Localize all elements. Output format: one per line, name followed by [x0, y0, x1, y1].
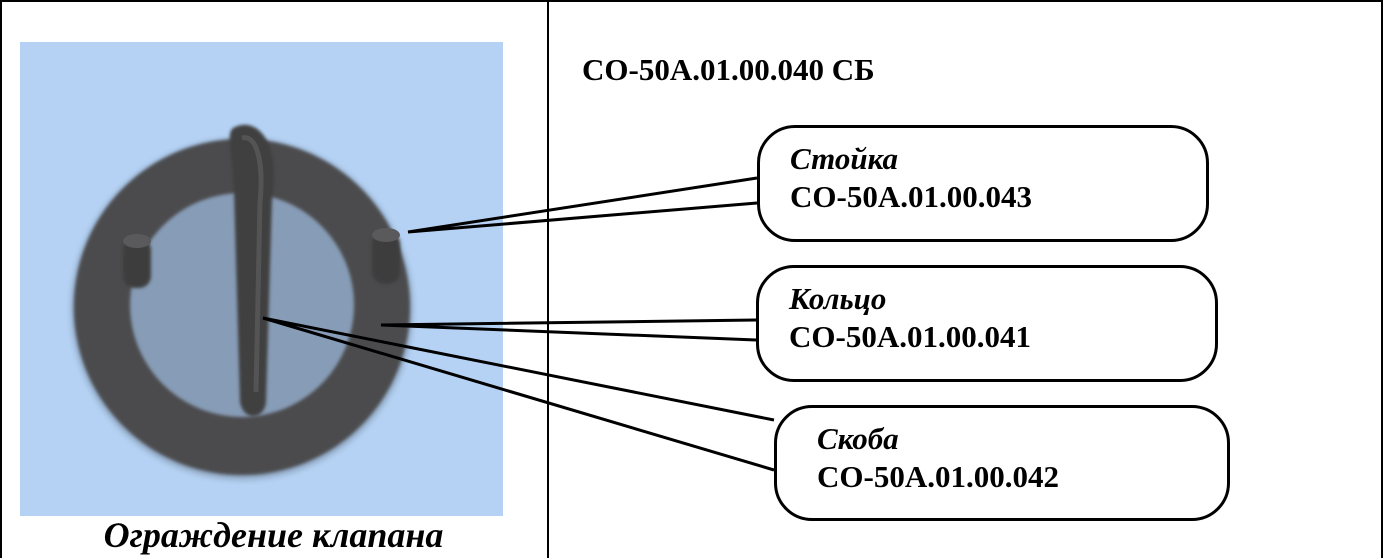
callout-ring: Кольцо СО-50А.01.00.041	[756, 265, 1218, 382]
table-left-border	[0, 0, 2, 558]
callout-bracket-name: Скоба	[817, 421, 899, 456]
table-top-border	[0, 0, 1383, 2]
callout-ring-name: Кольцо	[789, 281, 887, 316]
valve-guard-photo	[20, 42, 503, 516]
callout-post-name: Стойка	[790, 141, 899, 176]
leader-line-post	[407, 176, 758, 234]
callout-bracket: Скоба СО-50А.01.00.042	[774, 405, 1230, 521]
bracket-part	[229, 124, 275, 417]
callout-bracket-code: СО-50А.01.00.042	[817, 459, 1059, 494]
image-caption: Ограждение клапана	[103, 515, 444, 555]
callout-post-code: СО-50А.01.00.043	[790, 179, 1032, 214]
valve-guard-drawing	[72, 124, 412, 479]
leader-line-ring	[380, 318, 757, 342]
callout-post: Стойка СО-50А.01.00.043	[757, 125, 1209, 242]
assembly-code: СО-50А.01.00.040 СБ	[582, 52, 875, 87]
leader-line-bracket	[262, 316, 775, 472]
callout-ring-code: СО-50А.01.00.041	[789, 319, 1031, 354]
table-column-divider	[547, 0, 549, 558]
post-part	[123, 228, 400, 288]
table-right-border	[1381, 0, 1383, 558]
